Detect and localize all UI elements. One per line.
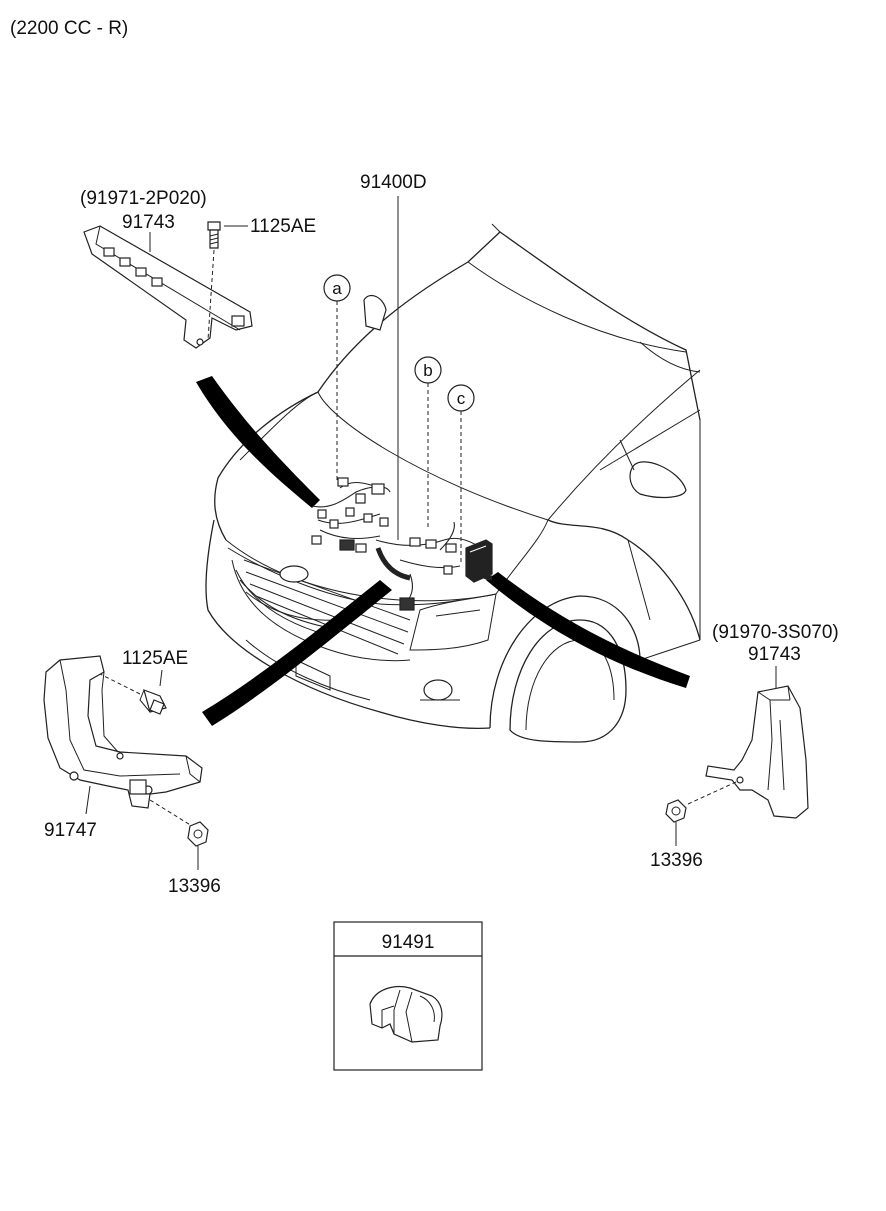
callout-b: b [414, 356, 442, 530]
bolt-top-icon [207, 221, 221, 249]
left-bracket-ref-label: (91971-2P020) [80, 188, 207, 209]
bolt-left-icon [139, 689, 167, 715]
left-bracket-part [83, 225, 253, 349]
right-bracket-part [705, 685, 809, 819]
harness-band-right [486, 572, 690, 688]
callout-c-label: c [457, 389, 466, 408]
right-bracket-label: 91743 [748, 644, 801, 665]
nut-right-label: 13396 [650, 850, 703, 871]
callout-b-label: b [423, 361, 432, 380]
callout-a: a [323, 274, 351, 480]
left-bracket-label: 91743 [122, 212, 175, 233]
nut-left-icon [187, 821, 209, 847]
harness-band-upper-left [196, 376, 320, 508]
left-lower-bracket-part [43, 655, 203, 809]
right-bracket-ref-label: (91970-3S070) [712, 622, 839, 643]
protector-icon [369, 985, 443, 1043]
nut-right-icon [665, 799, 687, 823]
bolt-left-label: 1125AE [122, 648, 188, 669]
main-harness-label: 91400D [360, 172, 427, 193]
harness-band-lower-left [202, 580, 392, 726]
vehicle-illustration [205, 223, 701, 743]
nut-left-label: 13396 [168, 876, 221, 897]
protector-label: 91491 [382, 932, 435, 953]
bolt-top-label: 1125AE [250, 216, 316, 237]
callout-c: c [447, 384, 475, 562]
engine-wiring-harness [311, 477, 493, 611]
engine-note: (2200 CC - R) [10, 18, 128, 39]
protector-box: 91491 [333, 921, 483, 1071]
left-lower-bracket-label: 91747 [44, 820, 97, 841]
callout-a-label: a [332, 279, 342, 298]
